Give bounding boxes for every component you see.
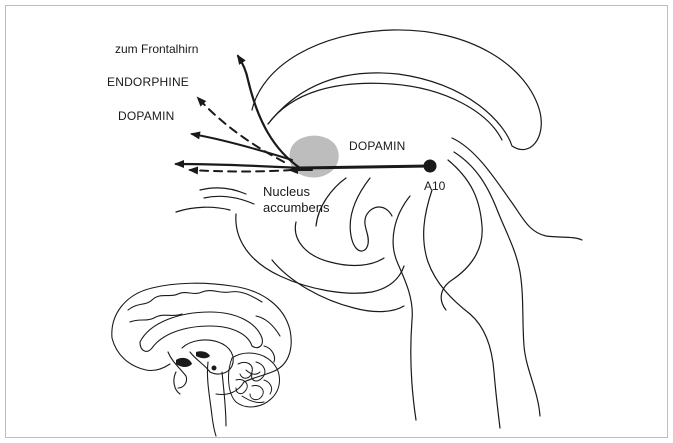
label-accumbens: accumbens bbox=[263, 200, 329, 216]
a10-trunk-line bbox=[300, 166, 430, 168]
label-dopamin-left: DOPAMIN bbox=[118, 110, 175, 122]
path-lower-dashed bbox=[190, 170, 292, 172]
label-endorphine: ENDORPHINE bbox=[107, 76, 189, 88]
path-lower-solid-1 bbox=[176, 164, 300, 168]
label-dopamin-center: DOPAMIN bbox=[349, 140, 406, 152]
nucleus-accumbens-blob bbox=[290, 136, 339, 178]
label-a10: A10 bbox=[424, 180, 445, 192]
a10-dot bbox=[424, 160, 437, 173]
inset-cerebellum bbox=[229, 353, 280, 407]
path-endorphine bbox=[198, 98, 284, 162]
large-brain-outline bbox=[176, 30, 582, 428]
label-zum-frontalhirn: zum Frontalhirn bbox=[115, 43, 198, 55]
label-nucleus: Nucleus bbox=[263, 184, 310, 200]
inset-dark-structures bbox=[176, 351, 217, 370]
small-brain-inset bbox=[112, 283, 291, 436]
